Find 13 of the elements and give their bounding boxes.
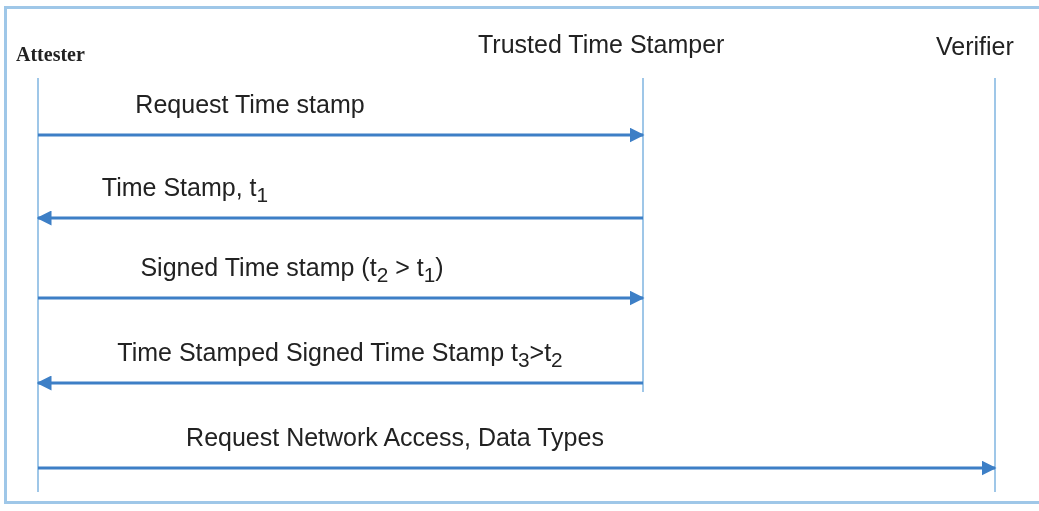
- message-arrow: [36, 375, 643, 391]
- edge-label: Time Stamp, t$_{1}$: [101, 173, 269, 207]
- message-arrow: [38, 460, 997, 476]
- edge-label: Time Stamped Signed Time Stamp t$_{3}$>t$_{2}$: [117, 338, 563, 372]
- participant-label: Attester: [16, 43, 85, 65]
- edge-label: Request Time stamp: [135, 90, 365, 119]
- edge-label: Request Network Access, Data Types: [186, 423, 604, 452]
- edge-label: Signed Time stamp (t$_{2}$ > t$_{1}$): [140, 253, 444, 287]
- message-arrow: [38, 290, 645, 306]
- participant-label: Verifier: [936, 32, 1014, 60]
- message-arrow: [38, 127, 645, 143]
- message-arrow: [36, 210, 643, 226]
- participant-label: Trusted Time Stamper: [478, 30, 725, 58]
